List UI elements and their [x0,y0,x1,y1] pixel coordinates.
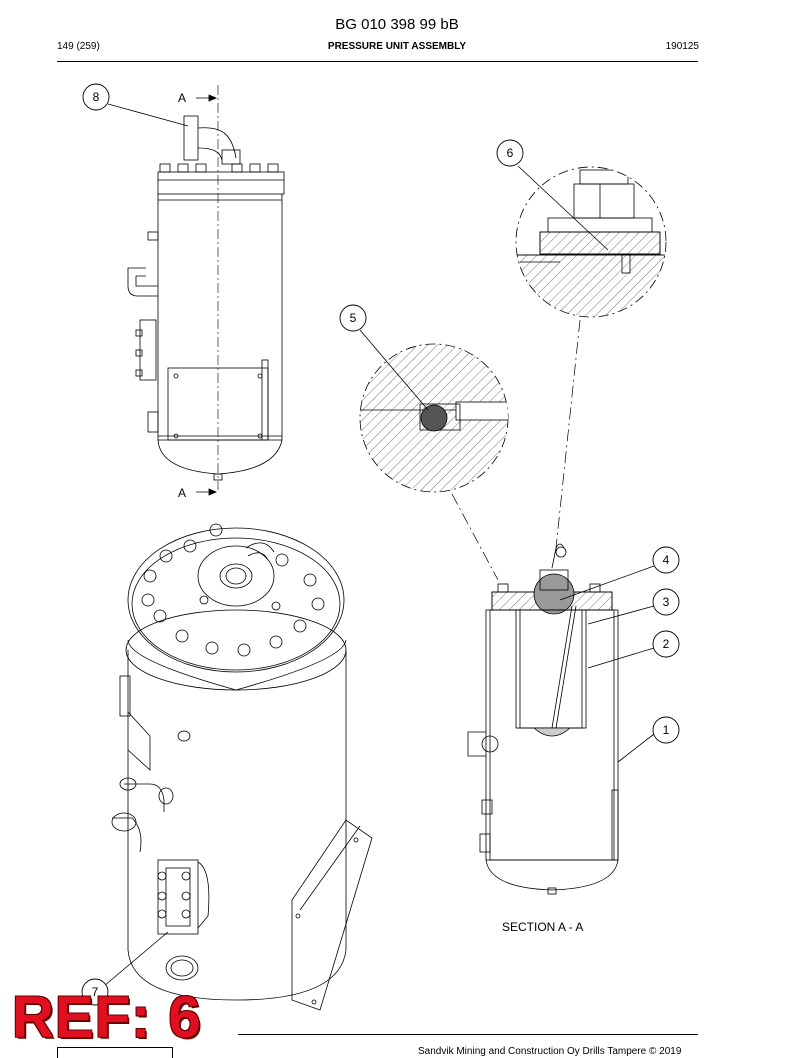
section-marker-bottom: A [178,486,186,500]
section-a-a-view [467,543,619,895]
svg-text:2: 2 [663,637,670,651]
callout-8: 8 [82,83,110,111]
callout-2: 2 [652,630,680,658]
header-divider [57,61,698,62]
callout-4: 4 [652,546,680,574]
callout-1: 1 [652,716,680,744]
callout-5: 5 [339,304,367,332]
isometric-view [111,523,373,1011]
svg-text:8: 8 [93,90,100,104]
svg-text:3: 3 [663,595,670,609]
callout-6: 6 [496,139,524,167]
svg-text:6: 6 [507,146,514,160]
svg-text:7: 7 [92,985,99,999]
side-view [127,85,285,496]
svg-text:5: 5 [350,311,357,325]
svg-text:4: 4 [663,553,670,567]
page-number: 149 (259) [57,41,100,52]
callout-leaders [103,103,655,987]
reference-stamp: REF: 6 [12,985,202,1050]
detail-6-view [515,166,667,318]
callout-7: 7 [81,978,109,1006]
section-marker-top: A [178,91,186,105]
page-title: PRESSURE UNIT ASSEMBLY [327,41,467,52]
svg-text:1: 1 [663,723,670,737]
date-code: 190125 [665,41,699,52]
document-number: BG 010 398 99 bB [335,16,459,33]
footer-copyright: Sandvik Mining and Construction Oy Drill… [418,1046,682,1057]
footer-divider [238,1034,698,1035]
callout-3: 3 [652,588,680,616]
section-label: SECTION A - A [502,920,583,934]
detail-5-view [359,343,509,493]
